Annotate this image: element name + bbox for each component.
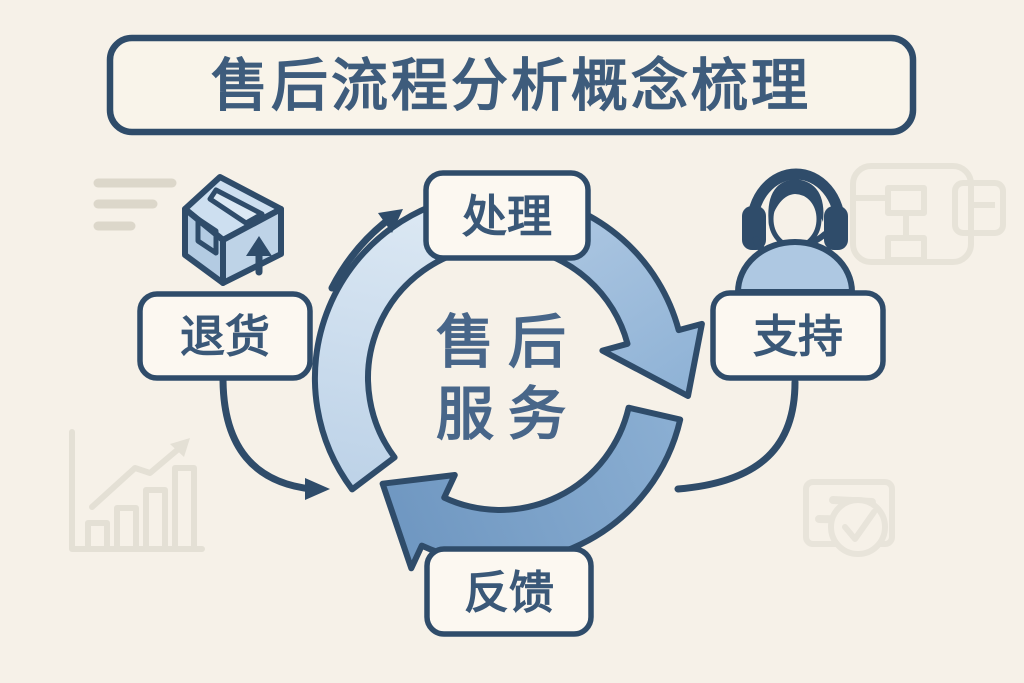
growth-chart-icon <box>69 429 205 552</box>
node-right: 支持 <box>710 290 886 381</box>
checklist-icon <box>803 479 895 557</box>
package-icon <box>182 174 284 286</box>
page-title: 售后流程分析概念梳理 <box>211 53 811 119</box>
agent-torso <box>735 239 855 295</box>
center-label-line2: 服务 <box>436 380 580 448</box>
speed-lines-icon <box>93 178 177 231</box>
node-bottom: 反馈 <box>424 546 594 637</box>
node-top: 处理 <box>423 170 591 261</box>
agent-earcup-right <box>824 206 848 250</box>
arrow-into-top-node <box>328 209 403 292</box>
node-top-label: 处理 <box>461 190 552 243</box>
flowchart-icon <box>850 163 1006 265</box>
title-box: 售后流程分析概念梳理 <box>106 34 917 136</box>
center-label-line1: 售后 <box>436 308 580 376</box>
agent-headband <box>746 168 846 232</box>
cycle-arc-bottom <box>379 404 684 572</box>
node-left-label: 退货 <box>180 310 270 363</box>
node-left: 退货 <box>137 291 313 381</box>
connector-left-node <box>219 374 330 500</box>
agent-earcup-left <box>742 206 766 250</box>
cycle-ring <box>311 191 705 572</box>
connector-right-node <box>674 378 799 493</box>
center-label: 售后 服务 <box>436 308 580 448</box>
support-agent-icon <box>735 168 855 295</box>
agent-hair <box>768 179 824 226</box>
node-bottom-label: 反馈 <box>464 566 554 619</box>
node-right-label: 支持 <box>753 310 843 363</box>
